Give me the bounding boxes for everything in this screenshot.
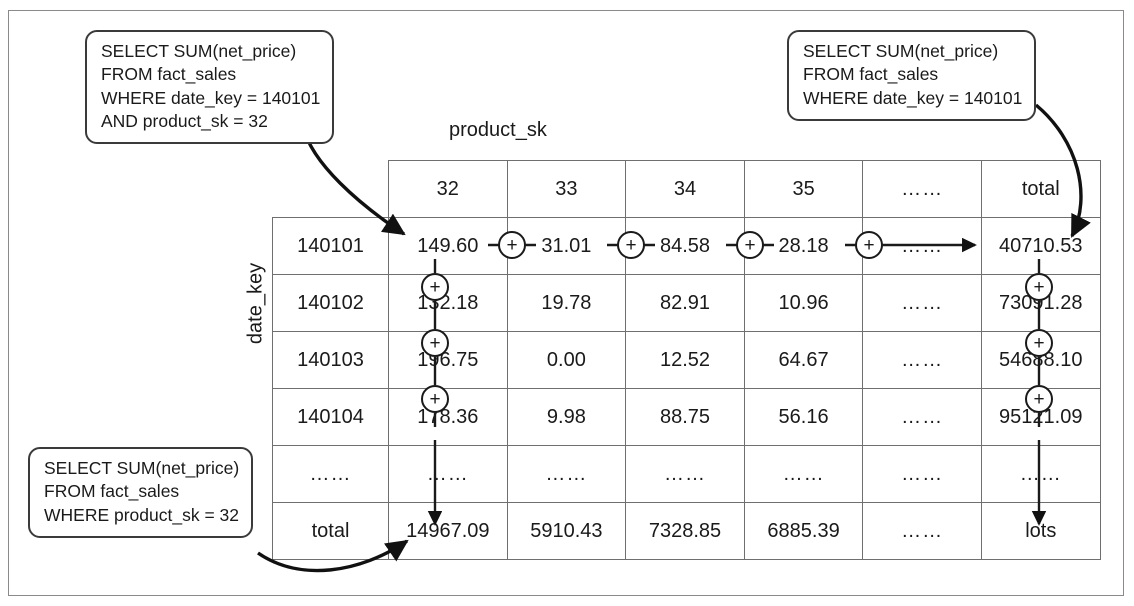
- column-header-0: 32: [388, 160, 508, 218]
- column-axis-label: product_sk: [449, 119, 547, 141]
- row-header-2: 140103: [272, 331, 389, 389]
- row-header-1: 140102: [272, 274, 389, 332]
- table-row: 140102 132.18 19.78 82.91 10.96 …… 73091…: [272, 274, 1101, 332]
- cell-3-3: 56.16: [743, 388, 864, 446]
- cell-2-4: ……: [862, 331, 982, 389]
- cell-2-1: 0.00: [506, 331, 627, 389]
- cell-0-0: 149.60: [388, 217, 508, 275]
- table-corner-cell: [273, 161, 389, 218]
- sql-callout-cell-query: SELECT SUM(net_price) FROM fact_sales WH…: [85, 30, 335, 145]
- cell-2-2: 12.52: [625, 331, 745, 389]
- plus-icon: +: [498, 231, 526, 259]
- plus-icon: +: [1025, 329, 1053, 357]
- column-header-1: 33: [506, 160, 627, 218]
- table-header-row: 32 33 34 35 …… total: [273, 160, 1101, 218]
- column-header-5: total: [980, 160, 1101, 218]
- plus-icon: +: [421, 273, 449, 301]
- table-row: 140104 178.36 9.98 88.75 56.16 …… 95121.…: [272, 388, 1101, 446]
- cell-0-1: 31.01: [506, 217, 627, 275]
- sql-callout-column-query: SELECT SUM(net_price) FROM fact_sales WH…: [28, 447, 254, 538]
- cell-1-4: ……: [862, 274, 982, 332]
- row-header-0: 140101: [272, 217, 389, 275]
- cell-3-1: 9.98: [506, 388, 627, 446]
- cell-4-3: ……: [743, 445, 864, 503]
- table-row: 140101 149.60 31.01 84.58 28.18 …… 40710…: [272, 217, 1101, 275]
- plus-icon: +: [1025, 273, 1053, 301]
- column-header-3: 35: [743, 160, 864, 218]
- plus-icon: +: [736, 231, 764, 259]
- cell-5-4: ……: [862, 502, 982, 560]
- table-row: total 14967.09 5910.43 7328.85 6885.39 ……: [272, 502, 1101, 560]
- plus-icon: +: [421, 329, 449, 357]
- cell-5-3: 6885.39: [743, 502, 864, 560]
- cell-2-3: 64.67: [743, 331, 864, 389]
- cell-3-2: 88.75: [625, 388, 745, 446]
- cell-4-0: ……: [388, 445, 508, 503]
- cell-1-2: 82.91: [625, 274, 745, 332]
- plus-icon: +: [855, 231, 883, 259]
- plus-icon: +: [421, 385, 449, 413]
- cell-1-1: 19.78: [506, 274, 627, 332]
- column-header-4: ……: [862, 160, 982, 218]
- row-header-3: 140104: [272, 388, 389, 446]
- table-row: 140103 196.75 0.00 12.52 64.67 …… 54688.…: [272, 331, 1101, 389]
- sql-callout-row-query: SELECT SUM(net_price) FROM fact_sales WH…: [787, 30, 1037, 121]
- cell-4-4: ……: [862, 445, 982, 503]
- cell-5-0: 14967.09: [388, 502, 508, 560]
- cell-3-4: ……: [862, 388, 982, 446]
- plus-icon: +: [1025, 385, 1053, 413]
- row-axis-label: date_key: [244, 262, 267, 345]
- cell-5-2: 7328.85: [625, 502, 745, 560]
- fact-sales-matrix: 32 33 34 35 …… total 140101 149.60 31.01…: [272, 160, 1101, 560]
- cell-5-1: 5910.43: [506, 502, 627, 560]
- cell-0-5: 40710.53: [980, 217, 1101, 275]
- cell-2-5: 54688.10: [980, 331, 1101, 389]
- cell-4-5: ……: [980, 445, 1101, 503]
- cell-1-3: 10.96: [743, 274, 864, 332]
- cell-5-5: lots: [980, 502, 1101, 560]
- cell-4-2: ……: [625, 445, 745, 503]
- table-row: …… …… …… …… …… …… ……: [272, 445, 1101, 503]
- row-header-5: total: [272, 502, 389, 560]
- row-header-4: ……: [272, 445, 389, 503]
- cell-4-1: ……: [506, 445, 627, 503]
- plus-icon: +: [617, 231, 645, 259]
- column-header-2: 34: [625, 160, 745, 218]
